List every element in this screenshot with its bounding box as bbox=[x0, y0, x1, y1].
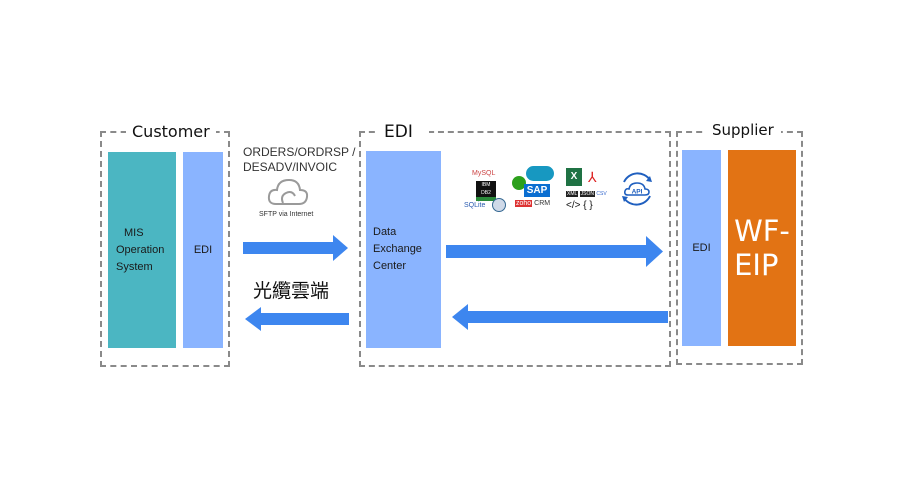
api-cloud-icon: API bbox=[622, 172, 652, 206]
dec-line-3: Center bbox=[373, 260, 407, 272]
edi-group bbox=[359, 131, 671, 367]
erp-crm-logos-icon: SAP zoho CRM bbox=[512, 166, 558, 214]
postgresql-logo-icon bbox=[492, 198, 506, 212]
edi-group-label: EDI bbox=[378, 123, 429, 141]
document-types-line-2: DESADV/INVOIC bbox=[243, 160, 338, 174]
excel-logo-icon: X bbox=[566, 168, 582, 186]
wf-eip-line-1: WF- bbox=[734, 214, 790, 248]
salesforce-logo-icon bbox=[526, 166, 554, 181]
xml-json-csv-icon: XML JSON CSV bbox=[566, 191, 607, 197]
supplier-edi-label: EDI bbox=[692, 241, 711, 254]
supplier-edi-block: EDI bbox=[682, 150, 721, 346]
sap-logo-icon: SAP bbox=[524, 184, 550, 197]
dec-line-1: Data bbox=[373, 226, 397, 238]
document-types-line-1: ORDERS/ORDRSP / bbox=[243, 145, 356, 159]
arrow-to-supplier bbox=[446, 236, 663, 267]
customer-edi-label: EDI bbox=[193, 243, 213, 256]
sftp-caption: SFTP via Internet bbox=[259, 211, 314, 218]
wf-eip-line-2: EIP bbox=[734, 248, 779, 282]
arrow-from-supplier bbox=[452, 304, 668, 330]
arrow-to-edi bbox=[243, 235, 348, 261]
zoho-crm-logo-icon: zoho CRM bbox=[515, 200, 551, 207]
sqlite-logo-icon: SQLite bbox=[464, 202, 486, 209]
wf-eip-block: WF- EIP bbox=[728, 150, 796, 346]
mis-line-1: MIS bbox=[124, 226, 144, 239]
svg-text:API: API bbox=[632, 189, 643, 196]
mis-operation-system-block: MIS Operation System bbox=[108, 152, 176, 348]
mysql-logo-icon: MySQL bbox=[472, 170, 496, 177]
customer-edi-block: EDI bbox=[183, 152, 223, 348]
code-braces-icon: </> { } bbox=[566, 200, 593, 211]
document-types: ORDERS/ORDRSP / DESADV/INVOIC bbox=[243, 145, 355, 175]
fiber-cloud-label: 光纜雲端 bbox=[253, 280, 330, 302]
pdf-logo-icon: ⅄ bbox=[588, 169, 597, 185]
quickbooks-logo-icon bbox=[512, 176, 526, 190]
file-format-logos-icon: X ⅄ XML JSON CSV </> { } bbox=[566, 168, 612, 214]
mis-line-3: System bbox=[116, 260, 153, 273]
cloud-icon bbox=[267, 178, 309, 205]
data-exchange-center-block: Data Exchange Center bbox=[366, 151, 441, 348]
supplier-group-label: Supplier bbox=[705, 121, 781, 139]
mis-line-2: Operation bbox=[116, 243, 165, 256]
arrow-to-customer bbox=[245, 307, 349, 331]
dec-line-2: Exchange bbox=[373, 243, 422, 255]
customer-group-label: Customer bbox=[126, 123, 216, 141]
